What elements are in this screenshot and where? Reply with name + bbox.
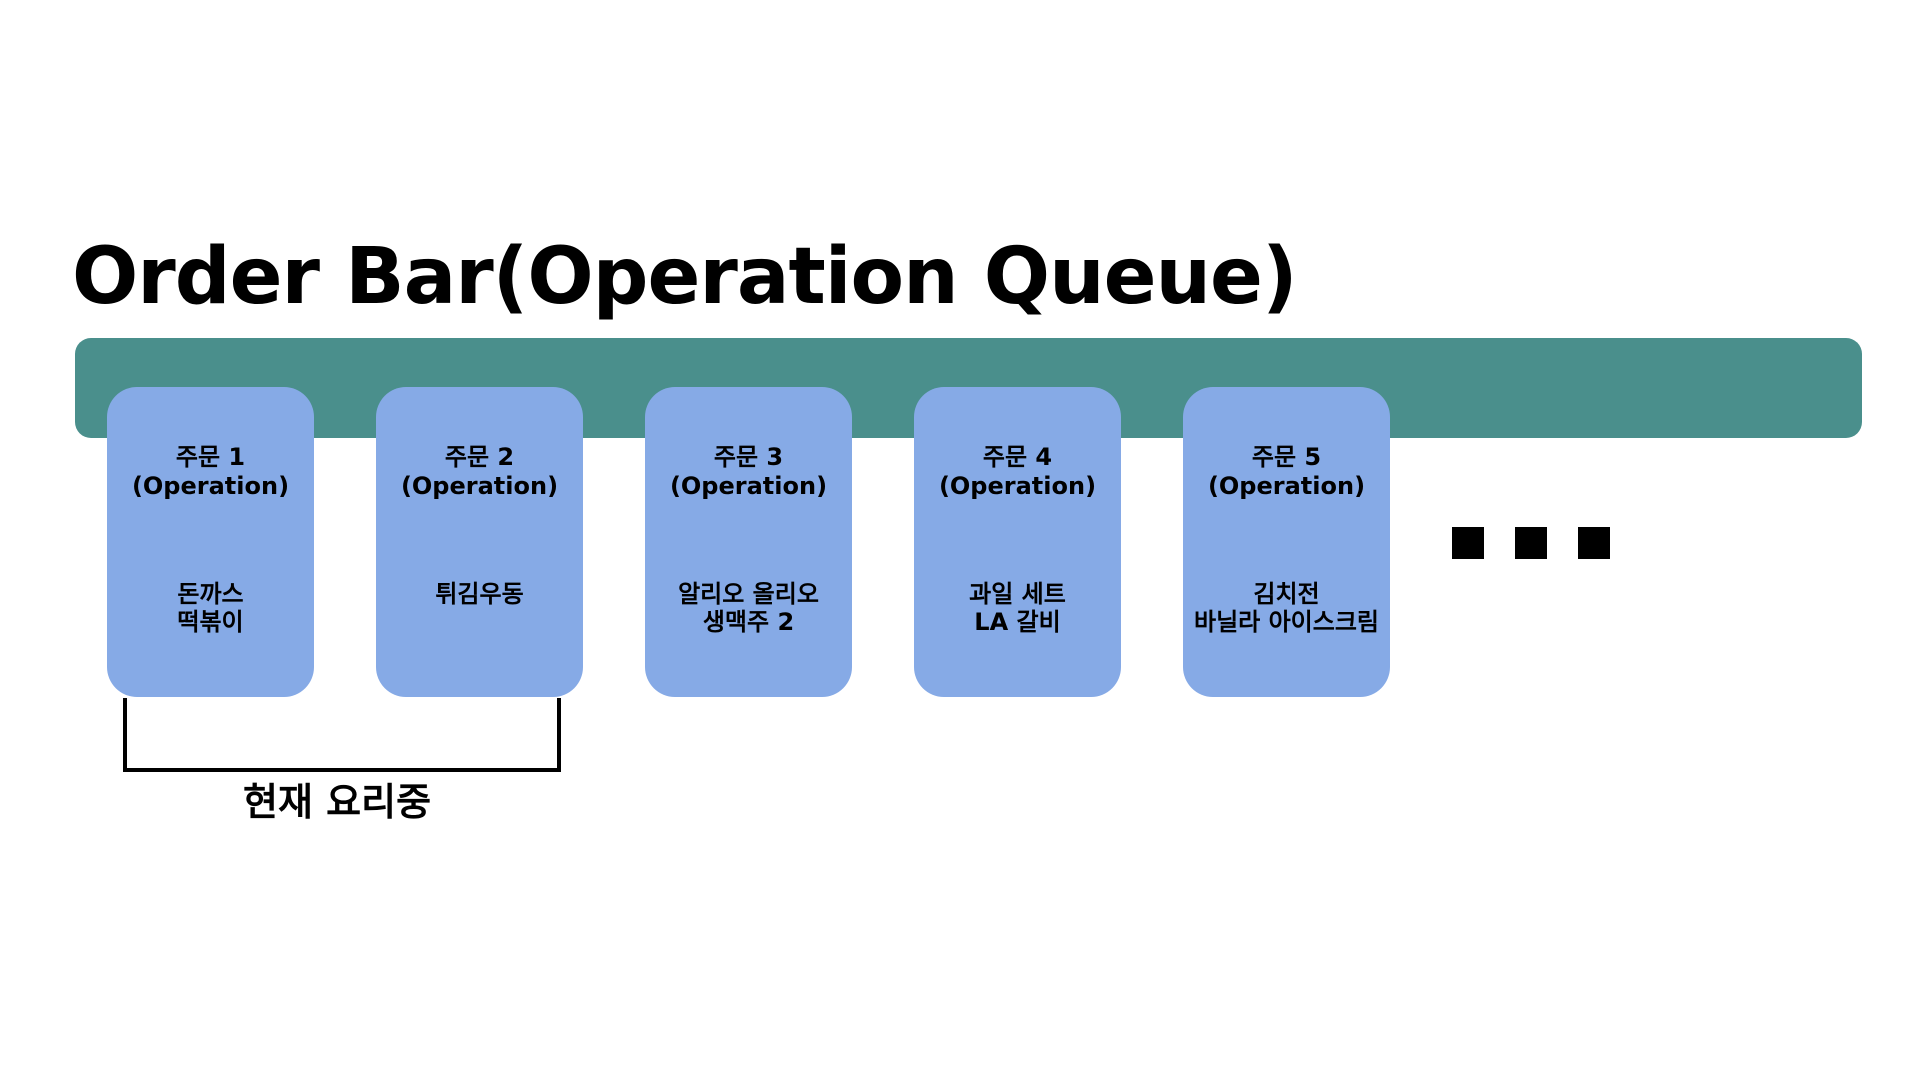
order-item: 알리오 올리오	[678, 580, 819, 608]
order-item: 김치전	[1253, 580, 1320, 608]
ellipsis-dot	[1578, 527, 1610, 559]
diagram-title: Order Bar(Operation Queue)	[72, 232, 1298, 322]
order-card-header: 주문 5(Operation)	[1183, 443, 1390, 501]
order-title: 주문 2	[444, 443, 515, 471]
order-title: 주문 3	[713, 443, 784, 471]
order-item: LA 갈비	[974, 608, 1061, 636]
cooking-bracket	[123, 698, 561, 772]
ellipsis-dot	[1452, 527, 1484, 559]
order-item: 돈까스	[177, 580, 244, 608]
order-subtitle: (Operation)	[1207, 472, 1366, 500]
order-subtitle: (Operation)	[669, 472, 828, 500]
order-title: 주문 1	[175, 443, 246, 471]
order-item: 과일 세트	[969, 580, 1066, 608]
order-items: 튀김우동	[376, 580, 583, 608]
order-item: 바닐라 아이스크림	[1194, 608, 1379, 636]
order-subtitle: (Operation)	[938, 472, 1097, 500]
cooking-label: 현재 요리중	[243, 780, 432, 824]
order-item: 생맥주 2	[702, 608, 795, 636]
order-card-2: 주문 2(Operation) 튀김우동	[376, 387, 583, 697]
order-subtitle: (Operation)	[131, 472, 290, 500]
order-title: 주문 5	[1251, 443, 1322, 471]
order-subtitle: (Operation)	[400, 472, 559, 500]
order-card-header: 주문 4(Operation)	[914, 443, 1121, 501]
ellipsis-dot	[1515, 527, 1547, 559]
order-card-header: 주문 2(Operation)	[376, 443, 583, 501]
order-item: 떡볶이	[177, 608, 244, 636]
order-title: 주문 4	[982, 443, 1053, 471]
order-card-header: 주문 3(Operation)	[645, 443, 852, 501]
order-item: 튀김우동	[435, 580, 524, 608]
order-card-header: 주문 1(Operation)	[107, 443, 314, 501]
